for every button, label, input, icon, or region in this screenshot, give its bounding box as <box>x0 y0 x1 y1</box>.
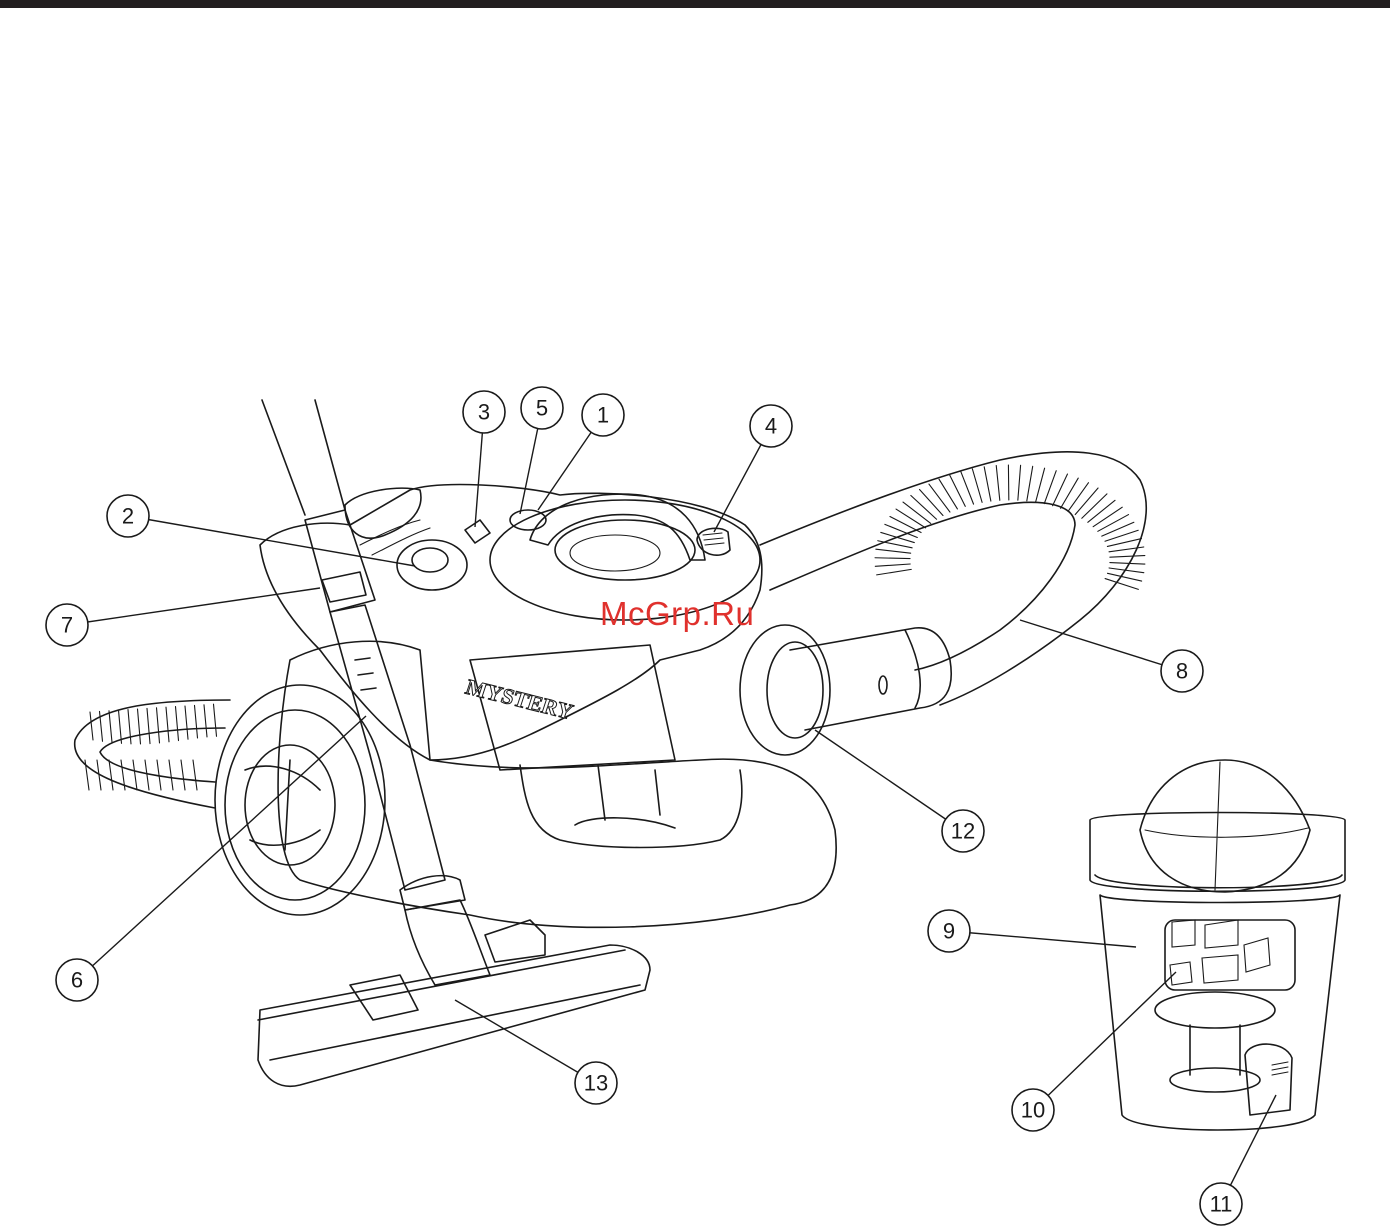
tube-and-nozzle <box>258 400 650 1086</box>
hose-rib <box>903 502 931 523</box>
callout-9: 9 <box>928 910 970 952</box>
hose-rib <box>920 489 943 515</box>
hose-rib <box>950 475 966 506</box>
callout-11: 11 <box>1200 1183 1242 1225</box>
callout-label: 11 <box>1210 1192 1233 1217</box>
callout-label: 1 <box>597 403 609 428</box>
hose-rib <box>1027 466 1033 501</box>
hose-rib <box>166 707 169 742</box>
hose-rib <box>147 708 150 743</box>
hose-rib <box>1105 530 1138 541</box>
hose-rib <box>1036 468 1045 502</box>
hose-rib <box>157 708 160 743</box>
hose-rib <box>85 760 89 790</box>
callout-label: 7 <box>61 613 73 638</box>
callout-7: 7 <box>46 604 88 646</box>
callout-1: 1 <box>582 394 624 436</box>
hose-rib <box>1075 488 1098 515</box>
callout-10: 10 <box>1012 1089 1054 1131</box>
callout-2: 2 <box>107 495 149 537</box>
hose-rib <box>929 484 950 512</box>
hose-rib <box>138 709 141 744</box>
hose-rib <box>875 564 910 566</box>
watermark-text: McGrp.Ru <box>600 595 754 633</box>
rear-hose <box>75 700 230 808</box>
hose-rib <box>1108 573 1142 581</box>
hose-rib <box>896 509 926 528</box>
hose-rib <box>1088 500 1115 522</box>
callout-label: 6 <box>71 968 83 993</box>
hose-rib <box>90 712 93 740</box>
hose-rib <box>204 705 207 737</box>
hose-rib <box>1018 465 1021 500</box>
callout-6: 6 <box>56 959 98 1001</box>
hose-rib <box>996 465 1000 500</box>
hose-rib <box>911 496 937 520</box>
dust-container <box>1090 760 1345 1130</box>
hose-rib <box>878 541 912 548</box>
hose-rib <box>1110 556 1145 558</box>
callout-label: 4 <box>765 414 777 439</box>
brand-label: MYSTERY <box>463 674 577 724</box>
callout-4: 4 <box>750 405 792 447</box>
callout-13: 13 <box>575 1062 617 1104</box>
hose-rib <box>145 760 149 790</box>
hose-rib <box>939 479 957 509</box>
hose-rib <box>1098 515 1129 532</box>
hose-rib <box>109 760 113 790</box>
hose-rib <box>176 707 179 741</box>
hose-rib <box>877 569 912 574</box>
hose-rib <box>1093 507 1122 526</box>
hose-rib <box>185 706 188 739</box>
hose-rib <box>169 760 173 790</box>
callout-label: 9 <box>943 919 955 944</box>
hose-rib <box>119 710 122 743</box>
callout-12: 12 <box>942 810 984 852</box>
hose-rib <box>193 760 197 790</box>
hose-rib <box>875 558 910 559</box>
callout-label: 3 <box>478 400 490 425</box>
hose-rib <box>1044 471 1056 504</box>
callout-label: 12 <box>951 819 975 844</box>
front-hose <box>760 452 1146 730</box>
hose-rib <box>128 710 131 744</box>
hose-rib <box>1109 547 1144 552</box>
hose-rib <box>195 705 198 738</box>
callout-label: 5 <box>536 396 548 421</box>
hose-rib <box>1107 539 1141 547</box>
callout-label: 13 <box>584 1071 608 1096</box>
hose-rib <box>1105 579 1138 590</box>
hose-rib <box>1110 563 1145 565</box>
hose-rib <box>133 760 137 790</box>
callout-5: 5 <box>521 387 563 429</box>
hose-rib <box>1082 494 1107 518</box>
hose-rib <box>984 467 991 501</box>
hose-rib <box>109 711 112 743</box>
hose-rib <box>972 469 982 503</box>
hose-rib <box>1068 483 1088 511</box>
hose-rib <box>214 704 217 736</box>
callout-label: 2 <box>122 504 134 529</box>
callout-8: 8 <box>1161 650 1203 692</box>
hose-rib <box>181 760 185 790</box>
callout-3: 3 <box>463 391 505 433</box>
callout-label: 8 <box>1176 659 1188 684</box>
callout-label: 10 <box>1021 1098 1045 1123</box>
hose-rib <box>1102 522 1134 536</box>
hose-rib <box>961 472 974 505</box>
hose-rib <box>890 517 921 533</box>
hose-rib <box>876 549 911 553</box>
